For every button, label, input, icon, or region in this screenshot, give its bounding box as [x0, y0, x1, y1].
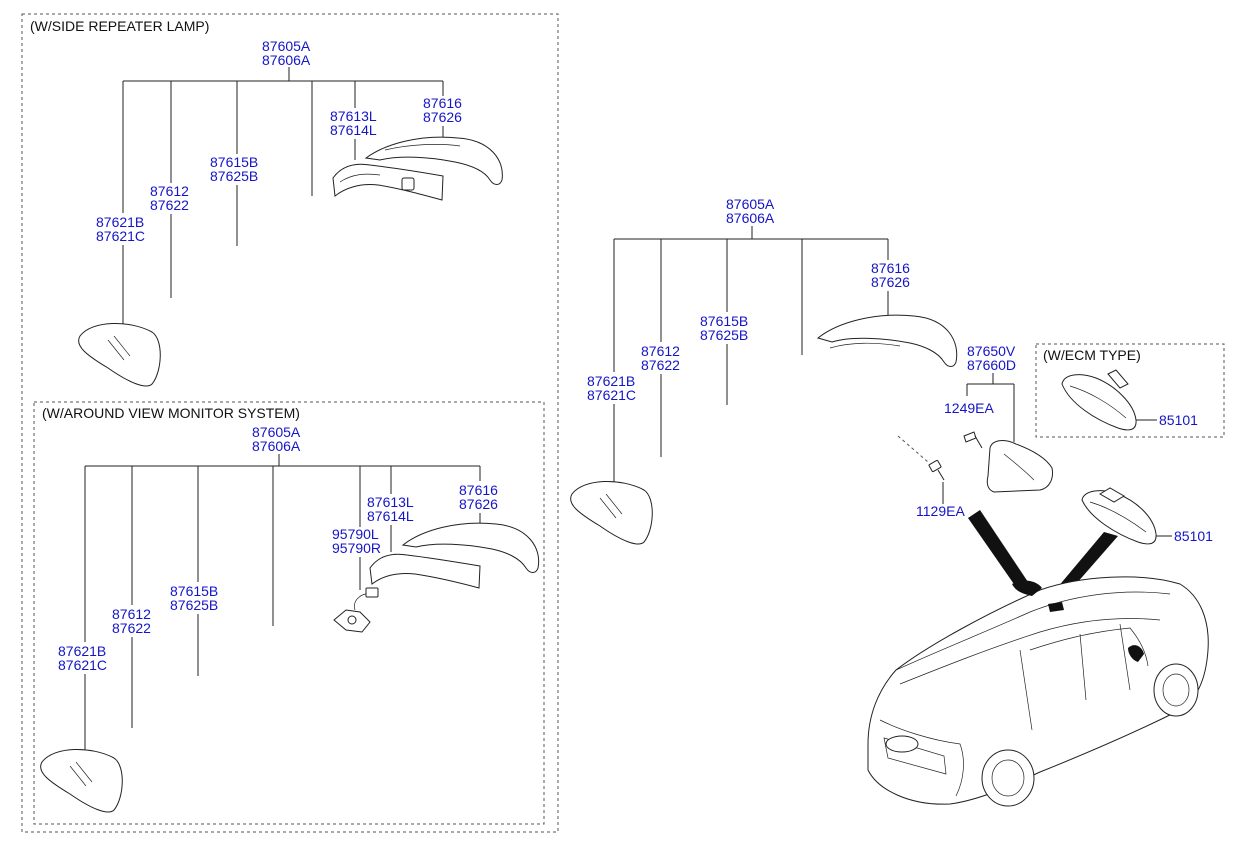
part-label-screw[interactable]: 1249EA [944, 400, 994, 416]
part-label-assy[interactable]: 87605A [726, 196, 775, 212]
repeater-lamp-part [332, 163, 444, 201]
part-label-cover[interactable]: 87616 [459, 482, 498, 498]
part-label-holder[interactable]: 87625B [700, 327, 748, 343]
part-label-inside-cover[interactable]: 87650V [967, 343, 1016, 359]
part-label-lamp[interactable]: 87613L [367, 494, 414, 510]
part-label-bolt[interactable]: 1129EA [916, 503, 965, 519]
part-label-glass[interactable]: 87621B [96, 214, 144, 230]
part-label-holder[interactable]: 87615B [210, 154, 258, 170]
callout-pointer [968, 510, 1030, 590]
part-label-assy[interactable]: 87605A [252, 424, 301, 440]
part-label-camera[interactable]: 95790L [332, 526, 379, 542]
part-label-motor[interactable]: 87612 [150, 183, 189, 199]
group-side-repeater: 87605A 87606A 87616 87626 87613L 87614L … [78, 38, 503, 387]
part-label-lamp[interactable]: 87613L [330, 108, 377, 124]
part-label-ecm-mirror[interactable]: 85101 [1159, 412, 1198, 428]
bolt-part [928, 459, 945, 481]
screw-part [963, 431, 983, 449]
ecm-box [1035, 343, 1225, 438]
part-label-glass[interactable]: 87621C [587, 387, 636, 403]
vehicle-illustration [867, 576, 1209, 807]
around-view-box-title: (W/AROUND VIEW MONITOR SYSTEM) [42, 405, 300, 421]
around-view-box [33, 401, 545, 825]
inside-mirror-cover-part [986, 440, 1053, 493]
part-label-cover[interactable]: 87626 [459, 496, 498, 512]
part-label-motor[interactable]: 87622 [112, 620, 151, 636]
part-label-motor[interactable]: 87612 [112, 606, 151, 622]
part-label-glass[interactable]: 87621C [96, 228, 145, 244]
inside-mirror-part [1081, 487, 1157, 545]
part-label-camera[interactable]: 95790R [332, 540, 381, 556]
group-around-view: 87605A 87606A 87616 87626 87613L 87614L … [40, 424, 540, 813]
part-label-glass[interactable]: 87621C [58, 657, 107, 673]
part-label-assy[interactable]: 87606A [726, 210, 775, 226]
part-label-motor[interactable]: 87622 [150, 197, 189, 213]
part-label-assy[interactable]: 87606A [262, 52, 311, 68]
part-label-motor[interactable]: 87622 [641, 357, 680, 373]
camera-harness-part [333, 587, 379, 633]
part-label-holder[interactable]: 87625B [210, 168, 258, 184]
group-inside-mirror: 87650V 87660D 1249EA 1129EA 85101 [897, 343, 1213, 600]
part-label-assy[interactable]: 87605A [262, 38, 311, 54]
part-label-glass[interactable]: 87621B [587, 373, 635, 389]
part-label-inside-cover[interactable]: 87660D [967, 357, 1016, 373]
part-label-holder[interactable]: 87625B [170, 597, 218, 613]
part-label-holder[interactable]: 87615B [700, 313, 748, 329]
part-label-motor[interactable]: 87612 [641, 343, 680, 359]
group-outside-mirror: 87605A 87606A 87616 87626 87615B 87625B … [570, 196, 958, 545]
mirror-cover-part [364, 136, 503, 185]
side-repeater-box [21, 13, 559, 833]
repeater-lamp-part [369, 553, 481, 589]
mirror-cover-part [401, 522, 540, 573]
part-label-glass[interactable]: 87621B [58, 643, 106, 659]
part-label-cover[interactable]: 87626 [871, 274, 910, 290]
part-label-lamp[interactable]: 87614L [330, 122, 377, 138]
part-label-holder[interactable]: 87615B [170, 583, 218, 599]
part-label-cover[interactable]: 87616 [423, 95, 462, 111]
ecm-box-title: (W/ECM TYPE) [1043, 347, 1141, 363]
side-repeater-box-title: (W/SIDE REPEATER LAMP) [30, 18, 209, 34]
part-label-lamp[interactable]: 87614L [367, 508, 414, 524]
part-label-inside-mirror[interactable]: 85101 [1174, 528, 1213, 544]
ecm-inside-mirror-part [1061, 369, 1137, 431]
mirror-cover-part [816, 314, 958, 367]
part-label-cover[interactable]: 87626 [423, 109, 462, 125]
part-label-cover[interactable]: 87616 [871, 260, 910, 276]
part-label-assy[interactable]: 87606A [252, 438, 301, 454]
